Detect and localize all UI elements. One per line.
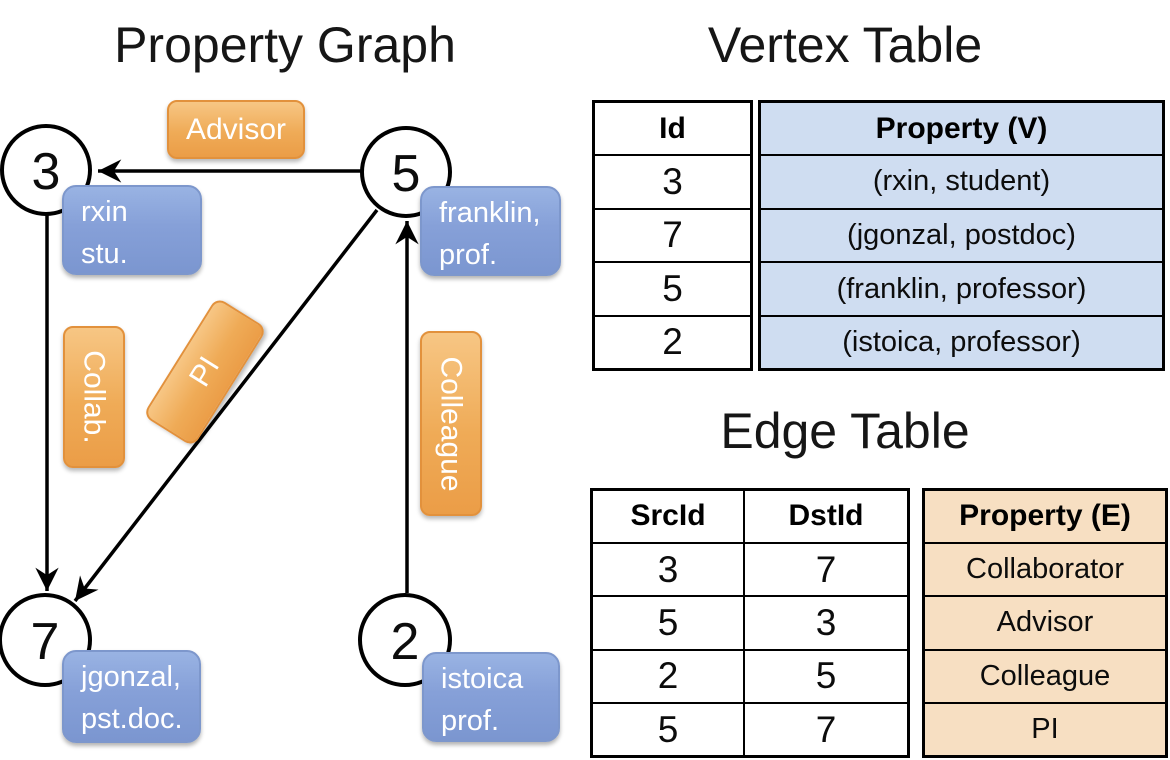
edge-table-title: Edge Table — [720, 403, 970, 459]
node-label-franklin-line1: franklin, — [439, 197, 541, 229]
edge-src-dst-table: SrcId DstId 3 7 5 3 2 5 5 7 — [590, 488, 910, 758]
table-row: (franklin, professor) — [758, 261, 1165, 317]
table-row: 7 — [592, 207, 753, 264]
table-row: (istoica, professor) — [758, 314, 1165, 371]
edge-label-colleague-text: Colleague — [435, 355, 469, 492]
edge-label-advisor: Advisor — [167, 100, 305, 159]
edge-label-colleague: Colleague — [420, 331, 482, 516]
node-label-rxin-line1: rxin — [81, 196, 128, 228]
node-label-rxin: rxin stu. — [62, 185, 202, 275]
edge-property-header: Property (E) — [922, 488, 1168, 544]
edge-dst-header: DstId — [743, 488, 910, 544]
table-row: 2 5 — [590, 648, 910, 705]
table-row: Colleague — [922, 648, 1168, 705]
vertex-id-table: Id 3 7 5 2 — [592, 100, 753, 371]
table-row: PI — [922, 702, 1168, 758]
node-label-rxin-line2: stu. — [81, 238, 128, 270]
vertex-table-title: Vertex Table — [707, 17, 983, 73]
table-row: Advisor — [922, 595, 1168, 651]
node-label-jgonzal-line1: jgonzal, — [81, 661, 181, 693]
node-label-istoica: istoica prof. — [422, 652, 560, 742]
edge-label-collab-text: Collab. — [78, 350, 112, 444]
edge-src-header: SrcId — [590, 488, 745, 544]
edge-property-table: Property (E) Collaborator Advisor Collea… — [922, 488, 1168, 758]
edge-label-collab: Collab. — [63, 326, 125, 468]
node-id-5: 5 — [392, 145, 421, 203]
table-row: 3 7 — [590, 541, 910, 598]
node-label-jgonzal: jgonzal, pst.doc. — [62, 650, 201, 743]
node-label-franklin-line2: prof. — [439, 239, 498, 271]
node-id-3: 3 — [32, 143, 61, 201]
vertex-property-table: Property (V) (rxin, student) (jgonzal, p… — [758, 100, 1165, 371]
table-row: (rxin, student) — [758, 154, 1165, 210]
table-row: (jgonzal, postdoc) — [758, 207, 1165, 264]
table-row: 3 — [592, 154, 753, 210]
table-row: Collaborator — [922, 541, 1168, 598]
vertex-property-header: Property (V) — [758, 100, 1165, 157]
node-label-istoica-line2: prof. — [441, 705, 500, 737]
table-row: 2 — [592, 314, 753, 371]
edge-label-pi-text: PI — [183, 350, 227, 393]
table-row: 5 7 — [590, 702, 910, 758]
node-label-jgonzal-line2: pst.doc. — [81, 703, 183, 735]
node-label-franklin: franklin, prof. — [420, 186, 561, 276]
node-id-7: 7 — [31, 613, 60, 671]
vertex-id-header: Id — [592, 100, 753, 157]
edge-label-advisor-text: Advisor — [185, 112, 287, 146]
node-label-istoica-line1: istoica — [441, 663, 524, 695]
table-row: 5 — [592, 261, 753, 317]
property-graph-diagram: 3 5 7 2 — [0, 124, 452, 687]
node-id-2: 2 — [391, 613, 420, 671]
table-row: 5 3 — [590, 595, 910, 651]
property-graph-title: Property Graph — [114, 17, 456, 73]
edge-pi-5-to-7 — [73, 208, 379, 603]
